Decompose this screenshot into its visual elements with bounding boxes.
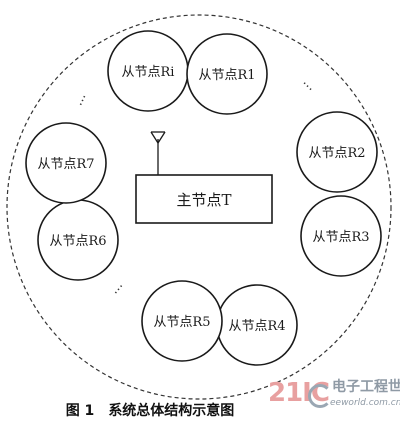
slave-node-r7: 从节点R7	[25, 122, 107, 204]
slave-node-r5: 从节点R5	[141, 280, 223, 362]
antenna-icon	[150, 131, 166, 175]
watermark-chinese: 电子工程世界	[332, 379, 400, 395]
network-diagram: 主节点T 从节点Ri 从节点R1 从节点R2 从节点R3 从节点R4 从节点R5…	[6, 14, 392, 400]
watermark-url: eeworld.com.cn	[330, 398, 400, 408]
slave-node-r3: 从节点R3	[300, 195, 382, 277]
site-watermark: 21IC 电子工程世界 eeworld.com.cn	[268, 372, 400, 422]
slave-node-ri-label: 从节点Ri	[122, 65, 175, 80]
main-node: 主节点T	[135, 174, 273, 224]
slave-node-r5-label: 从节点R5	[153, 315, 210, 330]
slave-node-r3-label: 从节点R3	[312, 230, 369, 245]
slave-node-r4: 从节点R4	[216, 284, 298, 366]
slave-node-r1: 从节点R1	[186, 33, 268, 115]
slave-node-r6-label: 从节点R6	[49, 234, 106, 249]
slave-node-r6: 从节点R6	[37, 199, 119, 281]
slave-node-r4-label: 从节点R4	[228, 319, 285, 334]
main-node-label: 主节点T	[176, 191, 231, 209]
slave-node-r7-label: 从节点R7	[37, 157, 94, 172]
network-boundary	[6, 14, 392, 400]
watermark-logo-icon	[308, 384, 332, 408]
figure-caption: 图 1 系统总体结构示意图	[0, 400, 300, 422]
ellipsis-left: ···	[74, 92, 93, 110]
figure-title: 系统总体结构示意图	[108, 403, 235, 419]
slave-node-r1-label: 从节点R1	[198, 68, 255, 83]
slave-node-r2-label: 从节点R2	[308, 146, 365, 161]
slave-node-ri: 从节点Ri	[107, 30, 189, 112]
ellipsis-top-right: ···	[297, 77, 316, 96]
ellipsis-bottom: ···	[110, 280, 129, 299]
slave-node-r2: 从节点R2	[296, 111, 378, 193]
figure-number: 图 1	[65, 403, 95, 419]
